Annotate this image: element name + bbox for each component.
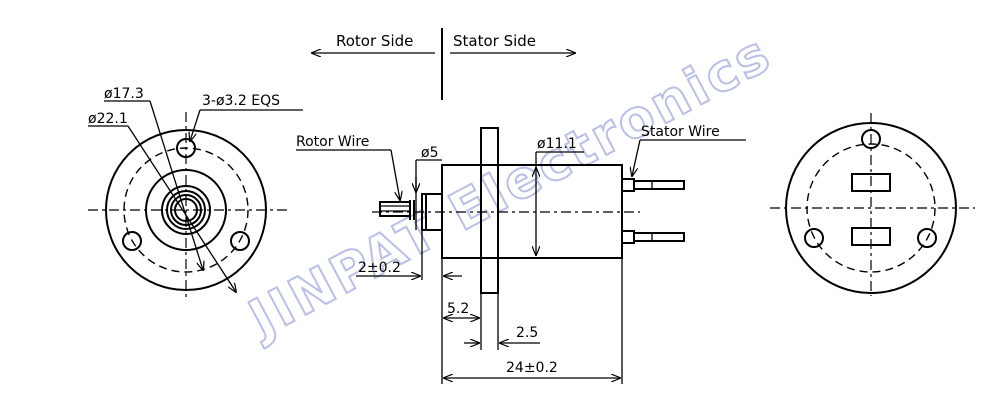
label-dim-24: 24±0.2	[506, 360, 558, 376]
mount-hole-left	[122, 231, 142, 251]
stator-bolt-circle	[806, 143, 936, 273]
d22-leader	[127, 125, 236, 292]
rotor-end-view: ø17.3 ø22.1 3-ø3.2 EQS	[88, 86, 303, 300]
stator-wire-sleeve	[621, 178, 635, 192]
stator-side-label: Stator Side	[453, 32, 536, 50]
side-view: Rotor Wire Stator Wire ø5 ø11.1 2±0.2 5.…	[296, 124, 746, 384]
flange-outer-circle	[105, 129, 267, 291]
rotor-side-label: Rotor Side	[336, 32, 413, 50]
stator-hole-top	[861, 129, 881, 149]
label-dim-2-5: 2.5	[516, 325, 538, 341]
mount-hole-right	[230, 231, 250, 251]
holes-leader	[190, 109, 201, 141]
body	[441, 164, 623, 259]
stator-wire	[633, 180, 685, 190]
rotor-ring-2	[170, 194, 202, 226]
stator-wire-sleeve	[621, 230, 635, 244]
rotor-ring-3	[174, 198, 198, 222]
rotor-wire-leader	[390, 149, 400, 200]
stator-hole-right	[917, 228, 937, 248]
rotor-ring-1	[166, 190, 206, 230]
label-d5: ø5	[421, 145, 438, 161]
bolt-circle	[123, 147, 249, 273]
rotor-outer	[161, 185, 211, 235]
label-d22-1: ø22.1	[88, 111, 128, 127]
watermark-text: JINPAT Electronics	[237, 23, 781, 350]
label-dim-2: 2±0.2	[358, 260, 401, 276]
stator-wire-exit-bottom	[851, 227, 891, 246]
label-d17-3: ø17.3	[104, 86, 144, 102]
label-rotor-wire: Rotor Wire	[296, 134, 369, 150]
stator-wire-leader	[632, 139, 641, 176]
stator-wires-top	[621, 178, 685, 192]
body-circle	[145, 169, 227, 251]
label-dim-5-2: 5.2	[447, 301, 469, 317]
stator-wires-bottom	[621, 230, 685, 244]
label-d11-1: ø11.1	[537, 136, 577, 152]
stator-end-view	[770, 113, 975, 296]
flange	[480, 127, 499, 294]
stator-wire-exit-top	[851, 173, 891, 192]
side-indicator: Rotor Side Stator Side	[312, 28, 575, 100]
mount-hole-top	[176, 138, 196, 158]
stator-flange-outer	[785, 122, 957, 294]
d17-leader	[149, 100, 203, 270]
label-holes: 3-ø3.2 EQS	[202, 93, 280, 109]
stator-wire	[633, 232, 685, 242]
stator-hole-left	[804, 228, 824, 248]
label-stator-wire: Stator Wire	[641, 124, 720, 140]
